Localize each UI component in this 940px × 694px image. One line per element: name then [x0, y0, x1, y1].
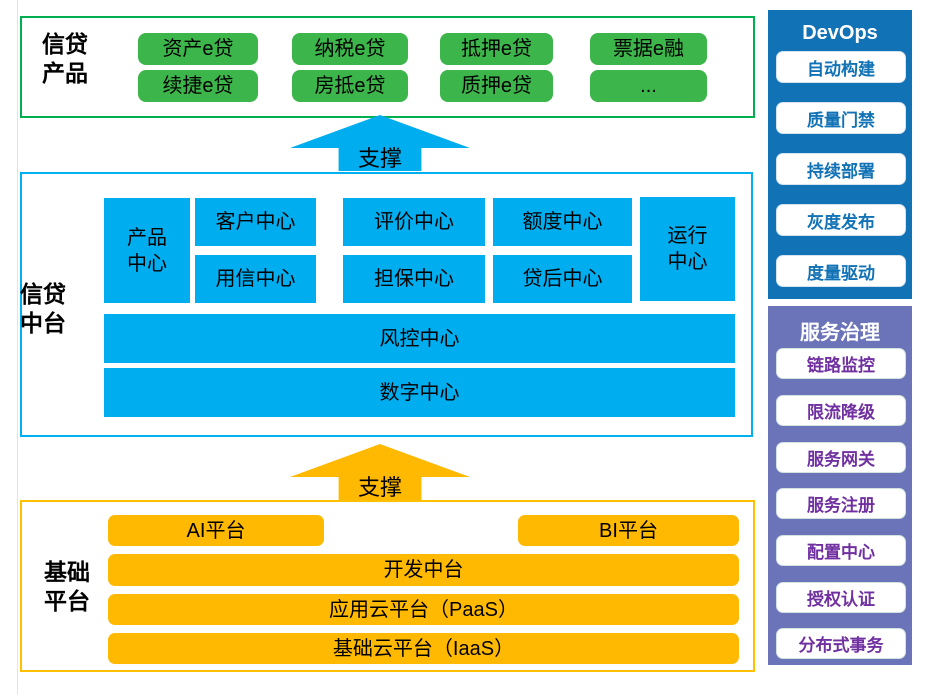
product-box-more: ... — [590, 70, 707, 102]
base-platform-label: 基础 平台 — [44, 559, 90, 615]
devops-item: 度量驱动 — [776, 255, 906, 287]
devops-item: 灰度发布 — [776, 204, 906, 236]
center-box-product: 产品 中心 — [104, 198, 190, 303]
credit-midplatform-label: 信贷 中台 — [20, 281, 66, 337]
center-box: 贷后中心 — [493, 255, 632, 303]
product-box: 续捷e贷 — [138, 70, 258, 102]
governance-item: 服务网关 — [776, 442, 906, 473]
product-box: 纳税e贷 — [292, 33, 408, 65]
center-box: 用信中心 — [195, 255, 316, 303]
governance-item: 授权认证 — [776, 582, 906, 613]
devops-panel: DevOps 自动构建 质量门禁 持续部署 灰度发布 度量驱动 — [768, 10, 912, 299]
governance-item: 配置中心 — [776, 535, 906, 566]
platform-box-ai: AI平台 — [108, 515, 324, 546]
devops-item: 质量门禁 — [776, 102, 906, 134]
platform-box-paas: 应用云平台（PaaS） — [108, 594, 739, 625]
product-box: 抵押e贷 — [440, 33, 553, 65]
service-governance-title: 服务治理 — [800, 322, 880, 344]
center-box-risk: 风控中心 — [104, 314, 735, 363]
credit-products-label: 信贷 产品 — [42, 31, 88, 87]
product-box: 房抵e贷 — [292, 70, 408, 102]
center-box: 担保中心 — [343, 255, 485, 303]
governance-item: 链路监控 — [776, 348, 906, 379]
credit-products-panel — [20, 16, 755, 118]
center-box-run: 运行 中心 — [640, 197, 735, 301]
center-box: 客户中心 — [195, 198, 316, 246]
product-box: 票据e融 — [590, 33, 707, 65]
support-arrow-label: 支撑 — [357, 146, 402, 171]
platform-box-bi: BI平台 — [518, 515, 739, 546]
center-box: 评价中心 — [343, 198, 485, 246]
product-box: 资产e贷 — [138, 33, 258, 65]
service-governance-panel: 服务治理 链路监控 限流降级 服务网关 服务注册 配置中心 授权认证 分布式事务 — [768, 306, 912, 665]
center-box-digital: 数字中心 — [104, 368, 735, 417]
devops-item: 持续部署 — [776, 153, 906, 185]
devops-item: 自动构建 — [776, 51, 906, 83]
slide-edge-line — [17, 0, 18, 694]
governance-item: 限流降级 — [776, 395, 906, 426]
product-box: 质押e贷 — [440, 70, 553, 102]
governance-item: 服务注册 — [776, 488, 906, 519]
governance-item: 分布式事务 — [776, 628, 906, 659]
devops-title: DevOps — [802, 22, 878, 44]
platform-box-dev: 开发中台 — [108, 554, 739, 586]
center-box: 额度中心 — [493, 198, 632, 246]
platform-box-iaas: 基础云平台（IaaS） — [108, 633, 739, 664]
support-arrow-label: 支撑 — [357, 475, 402, 500]
